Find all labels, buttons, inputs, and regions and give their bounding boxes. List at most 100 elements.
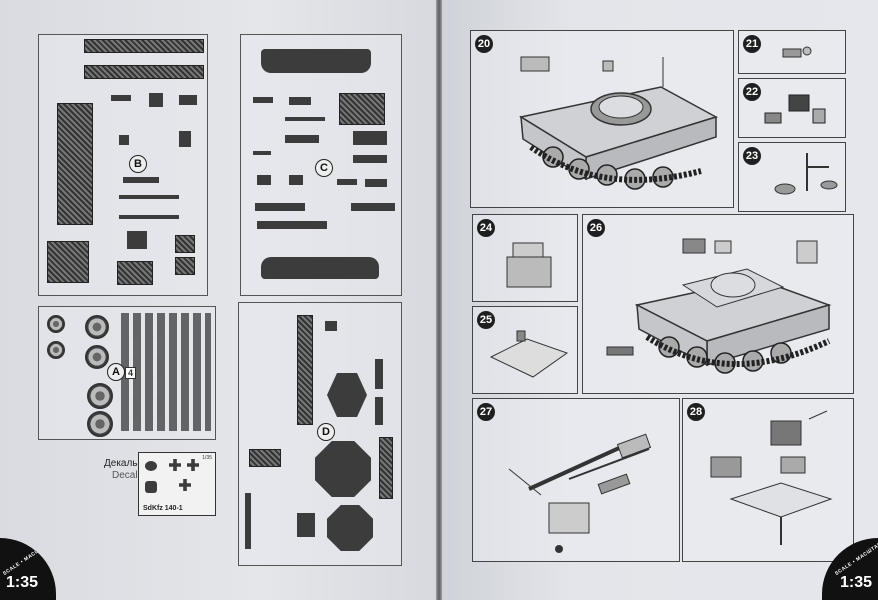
part-small	[351, 203, 395, 211]
page-gutter	[436, 0, 442, 600]
part-small	[149, 93, 163, 107]
part-hull-side	[57, 103, 93, 225]
step-23: 23	[738, 142, 846, 212]
part-hull-bottom	[261, 257, 379, 279]
step-25: 25	[472, 306, 578, 394]
part-hull-top	[261, 49, 371, 73]
part-wheel	[47, 315, 65, 333]
part-hatch	[339, 93, 385, 125]
part-small	[297, 513, 315, 537]
step-22: 22	[738, 78, 846, 138]
decal-cross-icon	[169, 459, 181, 471]
part-octagon	[327, 505, 373, 551]
part-octagon	[315, 441, 371, 497]
part-small	[257, 221, 327, 229]
part-wheel	[47, 341, 65, 359]
part-small	[365, 179, 387, 187]
step-24-drawing	[506, 242, 552, 288]
sprue-d-letter: D	[317, 423, 335, 441]
part-small	[337, 179, 357, 185]
part-small	[123, 177, 159, 183]
part-small	[375, 359, 383, 389]
step-number: 20	[475, 35, 493, 53]
gun-mount-drawing	[710, 410, 833, 545]
right-page-assembly-steps: 20 21 22	[442, 0, 878, 600]
step-number: 28	[687, 403, 705, 421]
part-small	[285, 135, 319, 143]
sprue-d-frame: D	[238, 302, 402, 566]
part-small	[289, 97, 311, 105]
part-wheel	[85, 315, 109, 339]
part-sprocket	[87, 383, 113, 409]
decal-model-name: SdKfz 140-1	[143, 505, 183, 512]
tank-hull-drawing	[519, 56, 718, 190]
sprue-a-frame: A 4	[38, 306, 216, 440]
part-small	[253, 151, 271, 155]
part-small	[179, 95, 197, 105]
part-small	[119, 195, 179, 199]
sprue-c-frame: C	[240, 34, 402, 296]
part-hull-block	[47, 241, 89, 283]
sprue-a-count: 4	[125, 367, 137, 379]
sprue-b-frame: B	[38, 34, 208, 296]
step-number: 27	[477, 403, 495, 421]
part-small	[255, 203, 305, 211]
step-22-drawing	[764, 94, 826, 124]
part-small	[285, 117, 325, 121]
part-small	[353, 131, 387, 145]
part-small	[175, 257, 195, 275]
part-small	[119, 215, 179, 219]
decal-label-ru: Декаль	[104, 458, 138, 469]
step-number: 22	[743, 83, 761, 101]
part-small	[175, 235, 195, 253]
sprue-c-letter: C	[315, 159, 333, 177]
step-number: 21	[743, 35, 761, 53]
sprue-a-letter: A	[107, 363, 125, 381]
part-small	[179, 131, 191, 147]
decal-emblem-icon	[145, 481, 157, 493]
part-small	[245, 493, 251, 549]
part-small	[253, 97, 273, 103]
decal-emblem-icon	[145, 461, 157, 471]
part-wheel	[85, 345, 109, 369]
part-small	[111, 95, 131, 101]
decal-scale-note: 1/35	[202, 455, 212, 461]
part-hull-plate	[84, 65, 204, 79]
decal-label-en: Decal	[112, 470, 138, 481]
part-hex-plate	[327, 373, 367, 417]
step-28: 28	[682, 398, 854, 562]
step-21: 21	[738, 30, 846, 74]
part-small	[119, 135, 129, 145]
step-number: 23	[743, 147, 761, 165]
scale-badge-text: SCALE • МАСШТАБ	[2, 541, 52, 577]
sprue-b-letter: B	[129, 155, 147, 173]
part-small	[353, 155, 387, 163]
part-hull-block	[117, 261, 153, 285]
decal-sheet: 1/35 SdKfz 140-1	[138, 452, 216, 516]
step-24: 24	[472, 214, 578, 302]
step-number: 25	[477, 311, 495, 329]
part-small	[325, 321, 337, 331]
step-number: 26	[587, 219, 605, 237]
part-small	[375, 397, 383, 425]
part-plate	[249, 449, 281, 467]
step-number: 24	[477, 219, 495, 237]
tank-hull-drawing	[606, 238, 832, 374]
part-small	[257, 175, 271, 185]
part-small	[289, 175, 303, 185]
step-20: 20	[470, 30, 734, 208]
step-27: 27	[472, 398, 680, 562]
decal-cross-icon	[187, 459, 199, 471]
step-21-drawing	[782, 46, 812, 58]
part-plate	[379, 437, 393, 499]
part-sprocket	[87, 411, 113, 437]
part-hull-plate	[84, 39, 204, 53]
scale-badge-right: SCALE • МАСШТАБ 1:35	[822, 538, 878, 600]
step-23-drawing	[774, 153, 838, 195]
part-small	[127, 231, 147, 249]
scale-badge-value: 1:35	[5, 574, 39, 591]
scale-badge-left: SCALE • МАСШТАБ 1:35	[0, 538, 56, 600]
gun-assembly-drawing	[508, 433, 652, 553]
part-plate	[297, 315, 313, 425]
left-page-parts-map: B C A 4	[0, 0, 436, 600]
